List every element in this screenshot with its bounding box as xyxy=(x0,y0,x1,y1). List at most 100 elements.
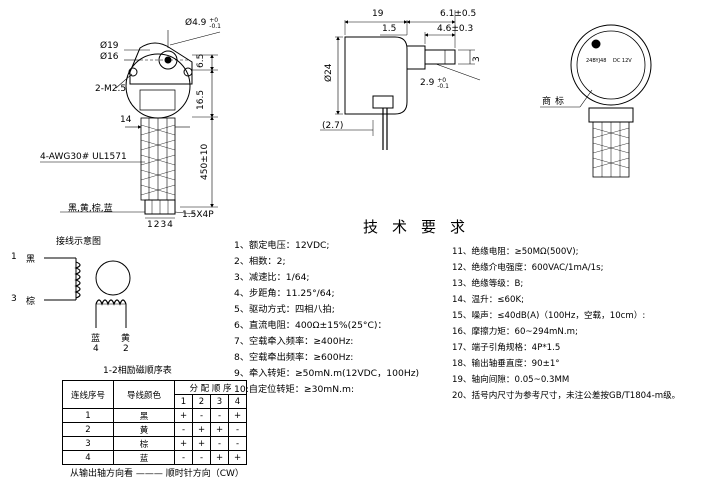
table-step: 3 xyxy=(210,394,229,409)
dim-29-tol-up: +0 xyxy=(437,77,447,84)
dim-14: 14 xyxy=(120,115,132,125)
dim-29: 2.9 +0 -0.1 xyxy=(420,77,449,90)
spec-item: 18、输出轴垂直度：90±1° xyxy=(452,359,560,369)
row-cell: + xyxy=(210,422,229,437)
table-row: 2 黄 - + + - xyxy=(62,422,247,437)
spec-item: 19、轴向间隙：0.05~0.3MM xyxy=(452,375,570,385)
rotation-note: 从输出轴方向看 ——— 顺时针方向（CW） xyxy=(70,469,244,479)
wiring-title: 接线示意图 xyxy=(56,237,102,247)
specs-right-column: 11、绝缘电阻：≥50MΩ(500V); 12、绝缘介电强度：600VAC/1m… xyxy=(452,244,680,404)
row-cell: + xyxy=(210,450,229,465)
wire-2-color: 黄 xyxy=(121,334,131,344)
specs-left-column: 1、额定电压：12VDC; 2、相数：2; 3、减速比：1/64; 4、步距角：… xyxy=(234,238,419,398)
row-cell: + xyxy=(174,436,193,451)
row-cell: - xyxy=(228,422,247,437)
wire-4-color: 蓝 xyxy=(91,334,101,344)
row-cell: - xyxy=(210,408,229,423)
spec-item: 11、绝缘电阻：≥50MΩ(500V); xyxy=(452,247,579,257)
row-color: 黑 xyxy=(113,408,175,423)
spec-item: 14、温升：≤60K; xyxy=(452,295,524,305)
spec-item: 9、牵入转矩：≥50mN.m(12VDC，100Hz) xyxy=(234,368,420,379)
wire-3-num: 3 xyxy=(11,294,17,304)
table-header-color: 导线颜色 xyxy=(113,380,175,409)
spec-item: 15、噪声：≤40dB(A)（100Hz，空载，10cm）: xyxy=(452,311,646,321)
row-cell: + xyxy=(192,436,211,451)
connector-pins: 1234 xyxy=(147,220,174,230)
spec-item: 3、减速比：1/64; xyxy=(234,272,310,283)
wire-1-num: 1 xyxy=(11,252,17,262)
spec-item: 12、绝缘介电强度：600VAC/1mA/1s; xyxy=(452,263,604,273)
table-step: 1 xyxy=(174,394,193,409)
sequence-table: 连线序号 导线颜色 分 配 顺 序 1 2 3 4 1 黑 + - - + 2 … xyxy=(62,380,247,465)
dim-165: 16.5 xyxy=(196,89,206,110)
spec-item: 5、驱动方式：四相八拍; xyxy=(234,304,335,315)
row-cell: + xyxy=(228,450,247,465)
spec-item: 10:自定位转矩：≥30mN.m: xyxy=(234,384,355,395)
spec-item: 4、步距角：11.25°/64; xyxy=(234,288,335,299)
spec-item: 20、括号内尺寸为参考尺寸，未注公差按GB/T1804-m级。 xyxy=(452,391,681,401)
row-cell: + xyxy=(174,408,193,423)
coil-bottom xyxy=(95,299,127,306)
wire-3-color: 棕 xyxy=(26,297,36,307)
connector-spec: 1.5X4P xyxy=(182,210,214,220)
dim-shaft-diameter: Ø4.9 +0 -0.1 xyxy=(185,17,221,30)
dim-19-side: 19 xyxy=(372,9,384,19)
wire-colors: 黑,黄,棕,蓝 xyxy=(68,204,113,214)
row-color: 蓝 xyxy=(113,450,175,465)
spec-item: 16、摩擦力矩：60~294mN.m; xyxy=(452,327,578,337)
dim-m25: 2-M2.5 xyxy=(95,84,127,94)
row-cell: + xyxy=(192,422,211,437)
dim-61: 6.1±0.5 xyxy=(440,9,477,19)
spec-item: 13、绝缘等级：B; xyxy=(452,279,524,289)
wire-spec: 4-AWG30# UL1571 xyxy=(40,152,127,162)
row-cell: - xyxy=(192,450,211,465)
dim-27: (2.7) xyxy=(322,121,344,131)
table-step: 4 xyxy=(228,394,247,409)
row-cell: - xyxy=(228,436,247,451)
label-voltage: DC 12V xyxy=(613,58,632,64)
spec-item: 7、空载牵入频率：≥400Hz: xyxy=(234,336,354,347)
row-no: 2 xyxy=(62,422,114,437)
wire-1-color: 黑 xyxy=(26,255,36,265)
spec-item: 6、直流电阻：400Ω±15%(25°C)： xyxy=(234,320,387,331)
front-motor-circle xyxy=(125,53,191,119)
side-motor-body xyxy=(344,36,408,115)
label-model: 24BYJ48 xyxy=(586,58,607,64)
table-header-no: 连线序号 xyxy=(62,380,114,409)
row-no: 3 xyxy=(62,436,114,451)
wire-4-num: 4 xyxy=(93,344,99,354)
dim-19-front: Ø19 xyxy=(100,41,119,51)
dim-65: 6.5 xyxy=(196,53,206,68)
table-step: 2 xyxy=(192,394,211,409)
label-view xyxy=(540,24,652,178)
table-row: 3 棕 + + - - xyxy=(62,436,247,451)
wiring-diagram xyxy=(44,257,131,328)
row-cell: - xyxy=(174,422,193,437)
spec-item: 8、空载牵出频率：≥600Hz: xyxy=(234,352,354,363)
dim-29-tol-low: -0.1 xyxy=(437,83,449,90)
spec-item: 2、相数：2; xyxy=(234,256,286,267)
specs-title: 技术要求 xyxy=(363,218,480,236)
row-color: 黄 xyxy=(113,422,175,437)
table-row: 1 黑 + - - + xyxy=(62,408,247,423)
wire-2-num: 2 xyxy=(123,344,129,354)
row-no: 4 xyxy=(62,450,114,465)
row-cell: - xyxy=(192,408,211,423)
dim-3: 3 xyxy=(472,56,482,62)
spec-item: 17、端子引角规格：4P*1.5 xyxy=(452,343,561,353)
dim-shaft-tol-up: +0 xyxy=(209,17,219,24)
spec-item: 1、额定电压：12VDC; xyxy=(234,240,330,251)
dim-46: 4.6±0.3 xyxy=(437,24,474,34)
dim-24: Ø24 xyxy=(324,63,334,82)
dim-450: 450±10 xyxy=(200,143,210,180)
sequence-table-caption: 1-2相励磁顺序表 xyxy=(103,366,172,376)
rotor-circle xyxy=(95,260,131,296)
row-color: 棕 xyxy=(113,436,175,451)
row-cell: - xyxy=(174,450,193,465)
trademark-label: 商标 xyxy=(542,97,569,107)
row-cell: + xyxy=(228,408,247,423)
row-cell: - xyxy=(210,436,229,451)
row-no: 1 xyxy=(62,408,114,423)
front-view xyxy=(40,30,221,219)
